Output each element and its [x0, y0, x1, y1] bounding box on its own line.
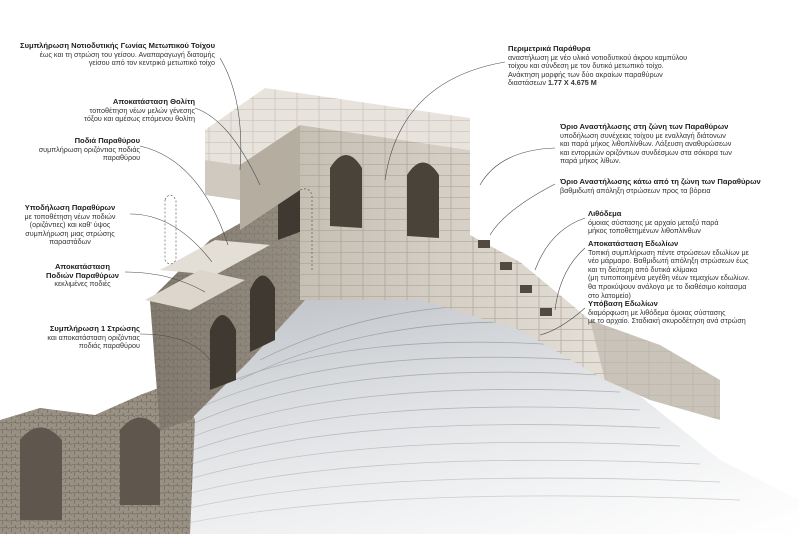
annotation-line: θα προκύψουν ανάλογα με το διαθέσιμο κοί… — [588, 281, 747, 291]
annotation-seat-restoration: Αποκατάσταση Εδωλίων Τοπική συμπλήρωση π… — [588, 239, 793, 300]
annotation-title: Αποκατάσταση — [54, 262, 111, 271]
annotation-title: Αποκατάσταση Θολίτη — [112, 97, 195, 106]
leader-lines — [124, 57, 586, 361]
annotation-line: κεκλιμένες ποδιές — [54, 279, 111, 289]
annotation-line: όμοιας σύστασης με αρχαίο μεταξύ παρά — [588, 217, 719, 227]
annotation-window-sill: Ποδιά Παραθύρου συμπλήρωση οριζόντιας πο… — [0, 136, 140, 163]
annotation-line: γείσου από τον κεντρικό μετωπικό τοίχο — [88, 58, 215, 68]
annotation-line: τόξου και αμέσως επόμενου θολίτη — [84, 114, 195, 124]
annotation-line: και τη δεύτερη από δυτικά κλίμακα — [588, 264, 698, 274]
annotation-line: (οριζόντιες) και καθ' ύψος — [29, 220, 111, 230]
curved-outer-wall — [145, 146, 305, 430]
annotation-line: με το αρχαίο. Σταδιακή σκυροδέτηση ανά σ… — [588, 316, 746, 326]
annotation-line: και εντορμιών οριζόντιων συνδέσμων στα σ… — [560, 147, 732, 157]
annotation-stone-mortar: Λιθόδεμα όμοιας σύστασης με αρχαίο μεταξ… — [588, 209, 778, 236]
dims-value: 1.77 X 4.675 M — [547, 78, 597, 88]
annotation-line: συμπλήρωση οριζόντιας ποδιάς παραθύρου — [38, 144, 140, 163]
annotation-seat-substructure: Υπόβαση Εδωλίων διαμόρφωση με λιθόδεμα ό… — [588, 299, 793, 326]
annotation-title-cont: Ποδιών Παραθύρων — [46, 270, 119, 280]
annotation-title: Ποδιά Παραθύρου — [74, 136, 140, 145]
annotation-title: Συμπλήρωση Νοτιοδυτικής Γωνίας Μετωπικού… — [20, 41, 215, 50]
annotation-line: μήκος τοποθετημένων λιθοπλίνθων — [588, 226, 701, 236]
top-parapet — [205, 88, 470, 230]
annotation-line: Ανάκτηση μορφής των δύο ακραίων παραθύρω… — [508, 69, 663, 79]
annotation-voussoir: Αποκατάσταση Θολίτη τοποθέτηση νέων μελώ… — [55, 97, 195, 124]
annotation-limit-window-zone: Όριο Αναστήλωσης στη ζώνη των Παραθύρων … — [560, 122, 775, 166]
annotation-line: και παρά μήκος λιθοπλίνθων. Λάξευση αναθ… — [560, 139, 732, 149]
annotation-title: Συμπλήρωση 1 Στρώσης — [49, 324, 140, 333]
annotation-title: Υποδήλωση Παραθύρων — [24, 203, 116, 212]
annotation-line: τοποθέτηση νέων μελών γένεσης — [89, 105, 195, 115]
annotation-title: Λιθόδεμα — [588, 209, 622, 218]
annotation-line: με τοποθέτηση νέων ποδιών — [24, 211, 116, 221]
annotation-course-completion: Συμπλήρωση 1 Στρώσης και αποκατάσταση ορ… — [5, 324, 140, 351]
annotation-title: Αποκατάσταση Εδωλίων — [588, 239, 679, 248]
annotation-line: παρά μήκος λίθων. — [560, 156, 621, 166]
annotation-line-dims: διαστάσεων 1.77 X 4.675 M — [508, 79, 708, 88]
cavea-seating — [150, 290, 799, 534]
annotation-line: (μη τυποποιημένα μεγέθη νέων τεμαχίων εδ… — [588, 273, 750, 283]
annotation-title: Όριο Αναστήλωσης στη ζώνη των Παραθύρων — [560, 122, 729, 131]
annotation-line: στο λατομείο) — [588, 290, 631, 300]
dims-prefix: διαστάσεων — [508, 78, 546, 88]
annotation-perimeter-windows: Περιμετρικά Παράθυρα αναστήλωση με νέο υ… — [508, 44, 708, 88]
annotation-sill-restoration: Αποκατάσταση Ποδιών Παραθύρων κεκλιμένες… — [40, 262, 125, 289]
lower-left-ruin — [0, 380, 195, 534]
annotation-line: και αποκατάσταση οριζόντιας — [47, 332, 140, 342]
annotation-line: έως και τη στρώση του γείσου. Αναπαραγωγ… — [39, 49, 215, 59]
annotation-line: αναστήλωση με νέο υλικό νοτιοδυτικού άκρ… — [508, 52, 688, 62]
annotation-sw-corner: Συμπλήρωση Νοτιοδυτικής Γωνίας Μετωπικού… — [10, 41, 215, 68]
right-ruin — [590, 320, 720, 420]
annotation-limit-below-window-zone: Όριο Αναστήλωσης κάτω από τη ζώνη των Πα… — [560, 177, 785, 195]
annotation-line: Τοπική συμπλήρωση πέντε στρώσεων εδωλίων… — [588, 247, 749, 257]
annotation-line: παραστάδων — [49, 237, 91, 247]
annotation-line: ποδιάς παραθύρου — [78, 341, 140, 351]
annotation-title: Υπόβαση Εδωλίων — [588, 299, 658, 308]
facade-wall — [300, 125, 605, 380]
annotation-line: υποδήλωση συνέχειας τοίχου με εναλλαγή δ… — [560, 130, 726, 140]
annotation-line: συμπλήρωση μιας στρώσης — [25, 228, 115, 238]
annotation-title: Περιμετρικά Παράθυρα — [508, 44, 591, 53]
annotation-window-indication: Υποδήλωση Παραθύρων με τοποθέτηση νέων π… — [10, 203, 130, 247]
annotation-line: διαμόρφωση με λιθόδεμα όμοιας σύστασης — [588, 307, 726, 317]
annotation-title: Όριο Αναστήλωσης κάτω από τη ζώνη των Πα… — [560, 177, 761, 186]
annotation-line: νέο μάρμαρο. Βαθμιδωτή απόληξη στρώσεων … — [588, 256, 749, 266]
annotation-line: τοίχου και σύνδεση με τον δυτικό μετωπικ… — [508, 61, 664, 71]
annotation-line: βαθμιδωτή απόληξη στρώσεων προς τα βόρει… — [560, 185, 711, 195]
